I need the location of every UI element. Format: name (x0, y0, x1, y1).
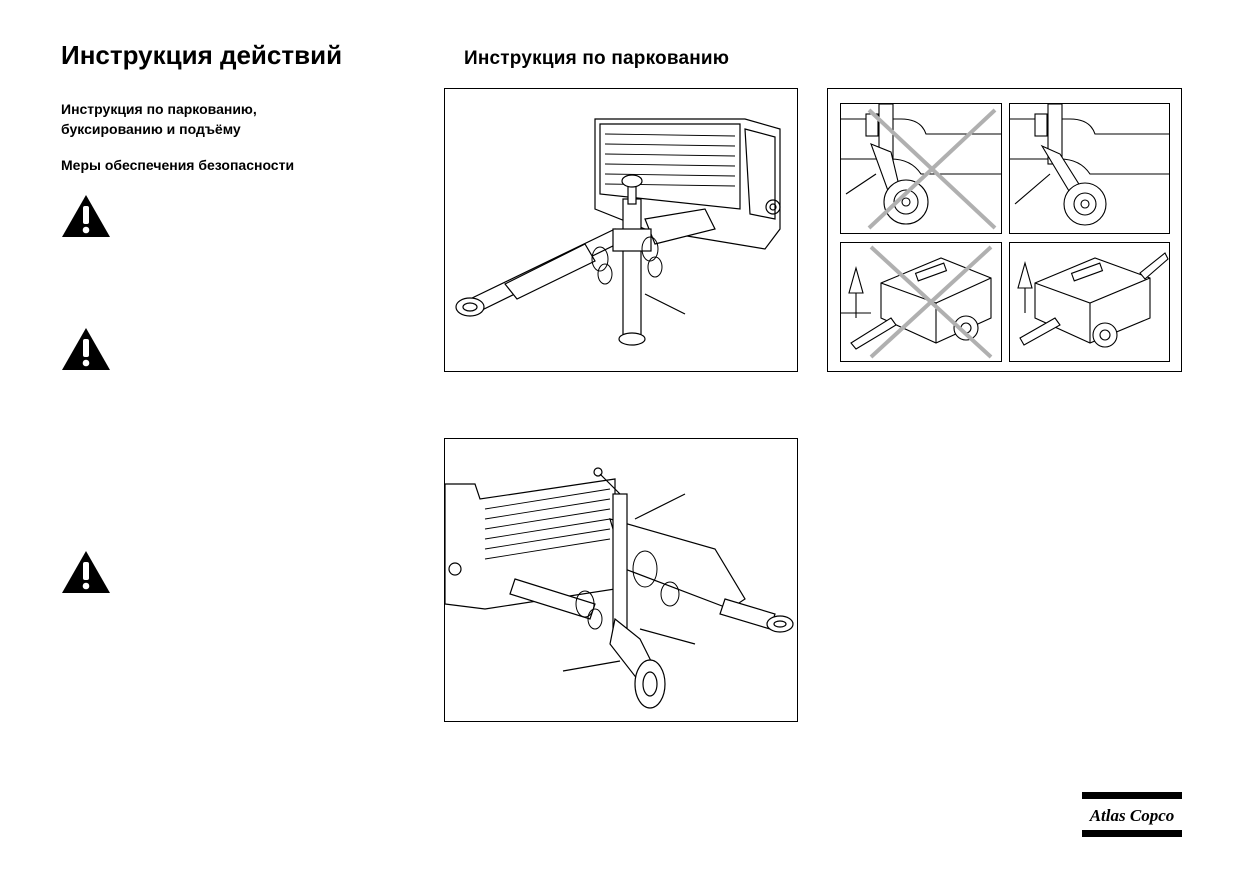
section-title: Инструкция по паркованию (464, 48, 730, 69)
cross-mark-icon (869, 245, 993, 359)
panel-compressor-wrong (840, 242, 1002, 362)
panel-wheel-wrong (840, 103, 1002, 234)
figure-parking-positions (827, 88, 1182, 372)
warning-triangle-icon (61, 194, 111, 238)
warning-triangle-icon (61, 550, 111, 594)
panel-compressor-correct (1009, 242, 1170, 362)
subtitle-line-1: Инструкция по паркованию, (61, 101, 257, 117)
atlas-copco-logo: Atlas Copco (1082, 790, 1182, 840)
cross-mark-icon (867, 108, 997, 230)
figure-jack-wheel (444, 438, 798, 722)
panel-wheel-correct (1009, 103, 1170, 234)
subtitle-line-2: буксированию и подъёму (61, 121, 241, 137)
warning-triangle-icon (61, 327, 111, 371)
logo-text: Atlas Copco (1089, 806, 1175, 825)
page-title: Инструкция действий (61, 40, 343, 70)
subtitle: Инструкция по паркованию, буксированию и… (61, 99, 257, 139)
figure-parking-jack (444, 88, 798, 372)
safety-heading: Меры обеспечения безопасности (61, 157, 295, 173)
